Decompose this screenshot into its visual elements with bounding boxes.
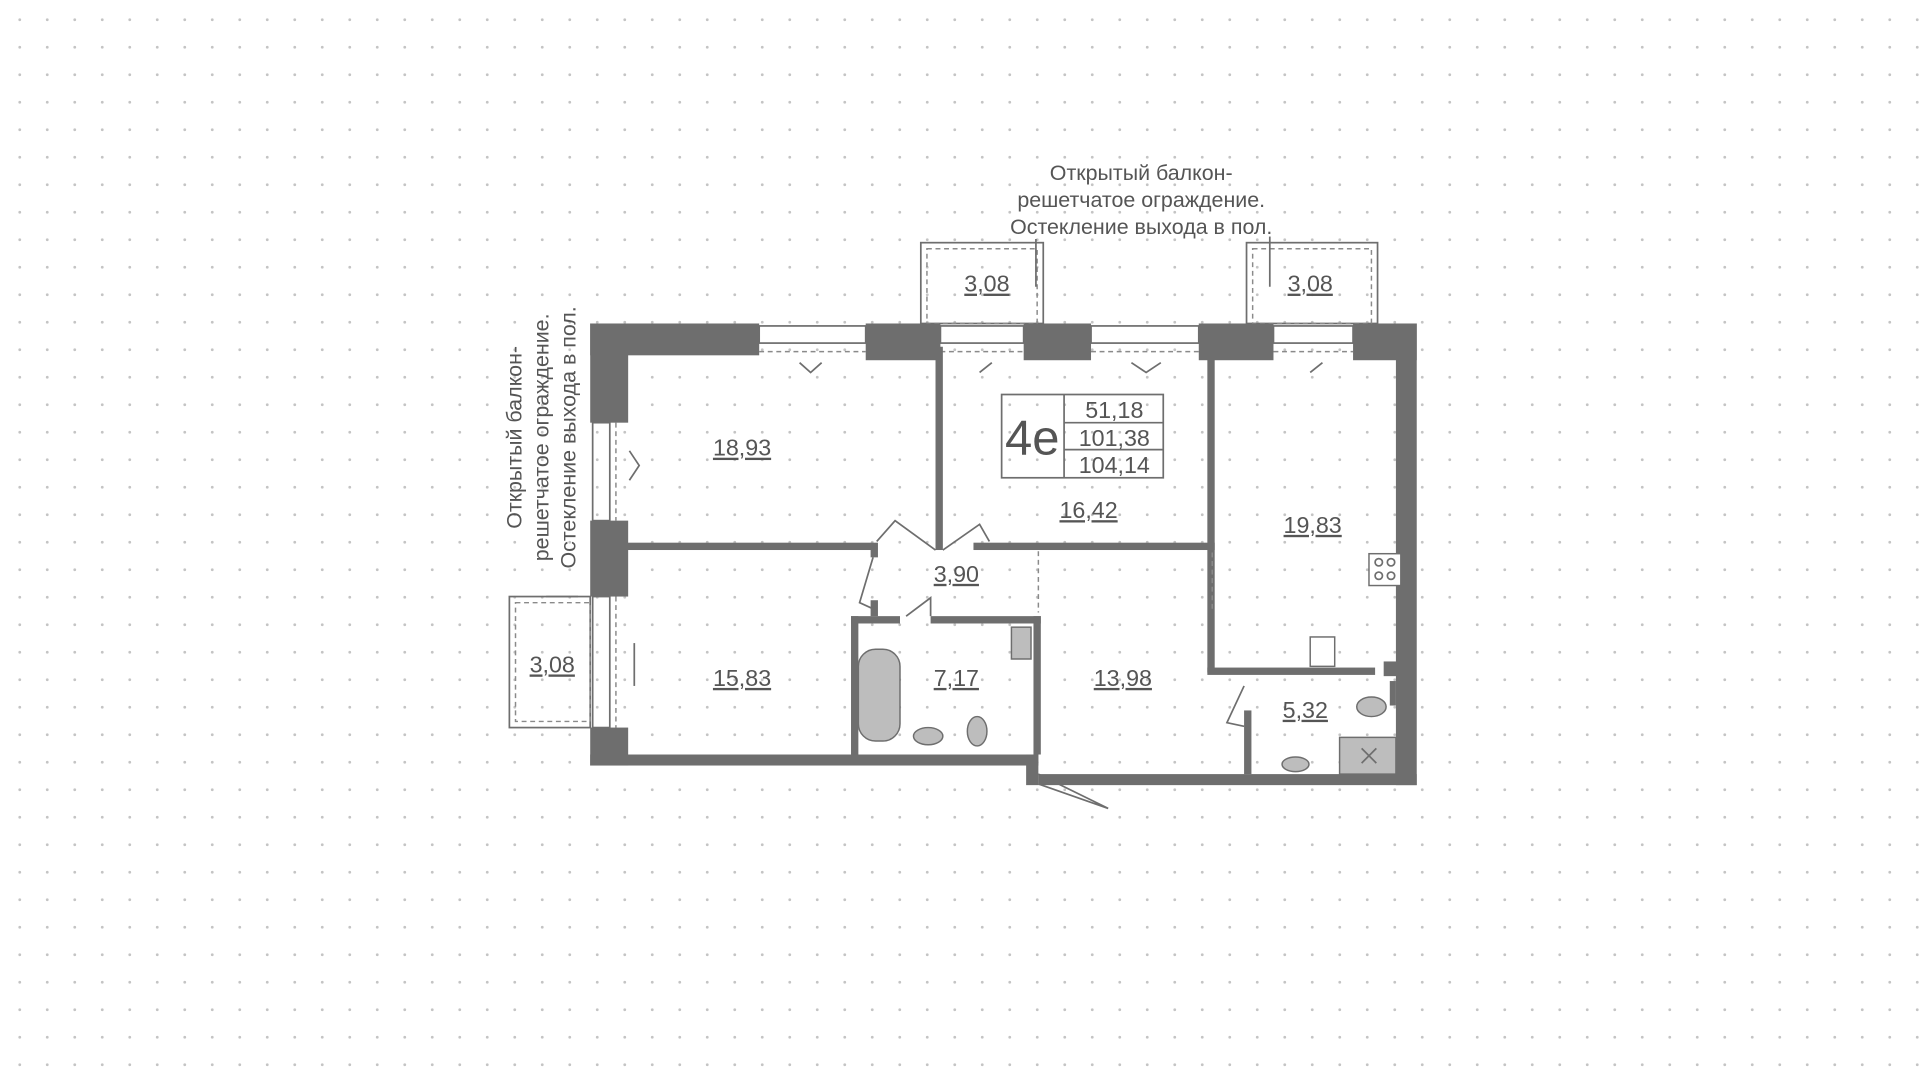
kitchen-sink-icon: [1309, 636, 1336, 668]
washing-machine-icon: [1010, 626, 1032, 660]
room-area-bathroom: 7,17: [934, 665, 979, 691]
apartment-info-box: 4e 51,18 101,38 104,14: [1000, 393, 1165, 479]
note-left-line-2: решетчатое ограждение.: [530, 313, 554, 561]
room-area-living-room: 16,42: [1059, 497, 1117, 523]
balcony-note-left: Открытый балкон- решетчатое ограждение. …: [503, 306, 581, 568]
balcony-area-left: 3,08: [530, 651, 575, 677]
balcony-note-top: Открытый балкон- решетчатое ограждение. …: [1010, 161, 1272, 239]
walls: [590, 323, 1417, 786]
note-left-line-3: Остекление выхода в пол.: [557, 306, 581, 568]
room-area-kitchen: 19,83: [1284, 512, 1342, 538]
room-area-bedroom-sw: 15,83: [713, 665, 771, 691]
note-top-line-3: Остекление выхода в пол.: [1010, 215, 1272, 239]
living-area: 51,18: [1085, 397, 1143, 423]
doors: [628, 361, 1323, 810]
balconies: [508, 236, 1379, 729]
balcony-area-top-right: 3,08: [1288, 271, 1333, 297]
bathtub-icon: [857, 648, 901, 742]
apartment-type-code: 4e: [1005, 412, 1059, 466]
room-area-hall: 13,98: [1094, 665, 1152, 691]
note-top-line-2: решетчатое ограждение.: [1017, 188, 1265, 212]
sink-icon: [912, 726, 944, 746]
note-top-line-1: Открытый балкон-: [1050, 161, 1233, 185]
note-left-line-1: Открытый балкон-: [503, 346, 527, 529]
fixtures: [857, 552, 1402, 775]
toilet-icon: [966, 715, 988, 747]
wc-toilet-icon: [1356, 696, 1387, 718]
total-area: 101,38: [1079, 425, 1150, 451]
room-area-corridor: 3,90: [934, 561, 979, 587]
stove-icon: [1368, 552, 1402, 587]
wc-sink-icon: [1281, 756, 1310, 773]
room-area-wc: 5,32: [1283, 697, 1328, 723]
room-labels: 18,93 16,42 19,83 3,90 15,83 7,17 13,98 …: [530, 271, 1342, 723]
shower-tray-icon: [1338, 736, 1397, 775]
room-area-bedroom-nw: 18,93: [713, 435, 771, 461]
balcony-area-top-left: 3,08: [964, 271, 1009, 297]
total-area-with-balconies: 104,14: [1079, 452, 1150, 478]
